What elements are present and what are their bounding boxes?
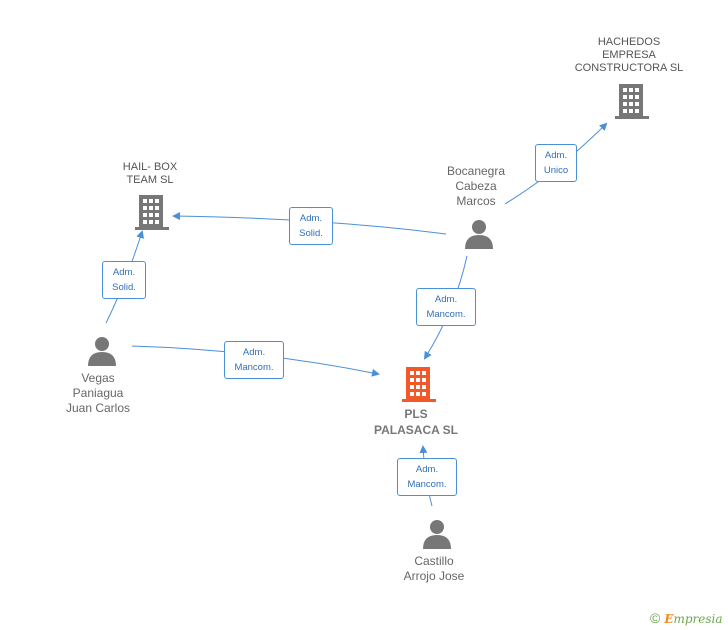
label-line: CONSTRUCTORA SL [574, 62, 684, 74]
role-line: Solid. [299, 228, 323, 239]
role-badge-adm-mancom[interactable]: Adm. Mancom. [224, 341, 284, 379]
label-line: Arrojo Jose [403, 569, 465, 583]
label-line: PLS [404, 407, 428, 421]
label-line: Castillo [414, 554, 454, 568]
label-line: HAIL- BOX [122, 161, 178, 173]
role-badge-adm-unico[interactable]: Adm. Unico [535, 144, 577, 182]
company-label-pls[interactable]: PLS PALASACA SL [360, 406, 472, 438]
role-badge-adm-solid[interactable]: Adm. Solid. [289, 207, 333, 245]
label-line: PALASACA SL [374, 423, 458, 437]
brand-text: mpresia [673, 612, 723, 626]
copyright-icon: © [650, 610, 661, 626]
person-label-castillo[interactable]: Castillo Arrojo Jose [384, 554, 484, 584]
role-line: Adm. [415, 464, 439, 475]
role-line: Adm. [242, 347, 266, 358]
role-line: Unico [543, 165, 569, 176]
building-icon[interactable] [135, 195, 169, 231]
person-icon[interactable] [422, 519, 452, 549]
label-line: TEAM SL [126, 174, 174, 186]
role-line: Mancom. [407, 479, 447, 490]
person-label-bocanegra[interactable]: Bocanegra Cabeza Marcos [426, 164, 526, 209]
main-building-icon[interactable] [402, 367, 436, 403]
role-line: Adm. [299, 213, 323, 224]
person-icon[interactable] [87, 336, 117, 366]
role-line: Mancom. [426, 309, 466, 320]
role-line: Solid. [112, 282, 136, 293]
label-line: EMPRESA [602, 49, 656, 61]
role-badge-adm-solid[interactable]: Adm. Solid. [102, 261, 146, 299]
label-line: Bocanegra [446, 164, 506, 178]
role-line: Adm. [544, 150, 568, 161]
label-line: HACHEDOS [597, 36, 661, 48]
empresia-watermark: ©Empresia [650, 610, 723, 626]
company-label-hailbox[interactable]: HAIL- BOX TEAM SL [100, 161, 200, 187]
company-label-hachedos[interactable]: HACHEDOS EMPRESA CONSTRUCTORA SL [568, 36, 690, 75]
label-line: Cabeza [455, 179, 497, 193]
role-line: Adm. [434, 294, 458, 305]
person-label-vegas[interactable]: Vegas Paniagua Juan Carlos [48, 371, 148, 416]
person-icon[interactable] [464, 219, 494, 249]
label-line: Juan Carlos [65, 401, 131, 415]
role-line: Mancom. [234, 362, 274, 373]
role-line: Adm. [112, 267, 136, 278]
role-badge-adm-mancom[interactable]: Adm. Mancom. [397, 458, 457, 496]
label-line: Marcos [456, 194, 496, 208]
label-line: Paniagua [72, 386, 124, 400]
role-badge-adm-mancom[interactable]: Adm. Mancom. [416, 288, 476, 326]
label-line: Vegas [81, 371, 115, 385]
building-icon[interactable] [615, 84, 649, 120]
brand-e: E [664, 612, 674, 626]
